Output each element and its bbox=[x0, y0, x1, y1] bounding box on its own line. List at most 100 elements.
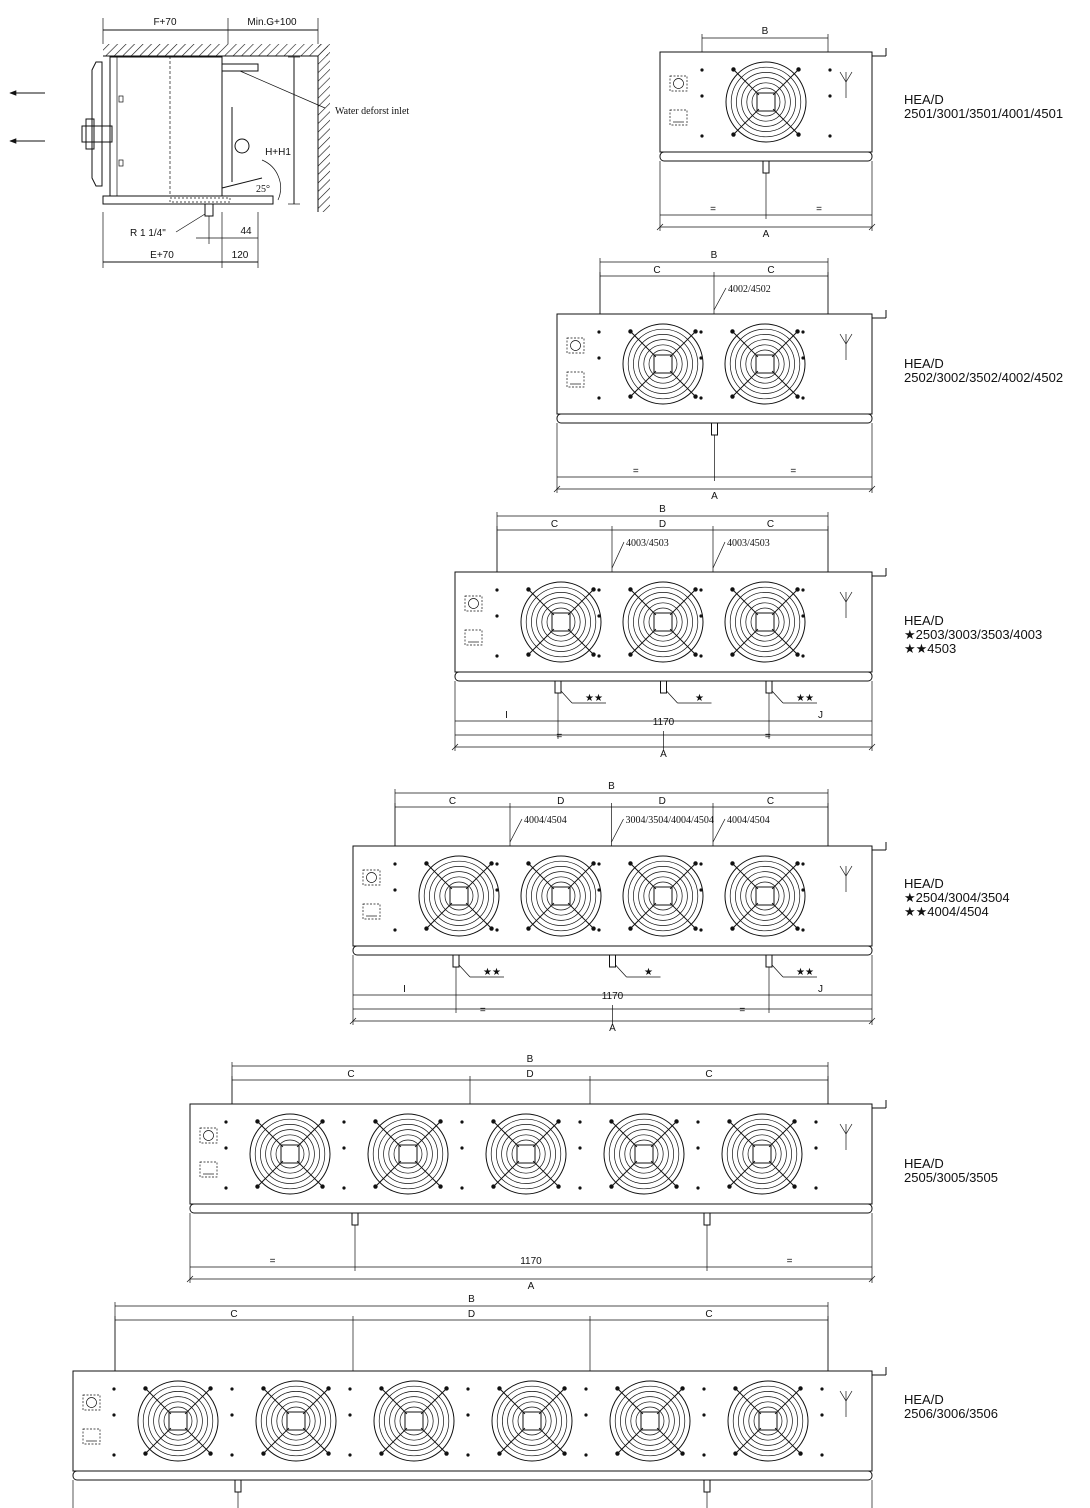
bracket-bolt bbox=[497, 1386, 502, 1391]
mounting-dot bbox=[466, 1453, 470, 1457]
fan-bracket bbox=[375, 1121, 402, 1148]
fan-ring bbox=[608, 1118, 680, 1190]
drain-outlet bbox=[711, 422, 718, 436]
drip-tray bbox=[659, 151, 873, 162]
fan-bracket bbox=[426, 902, 453, 929]
mounting-dot bbox=[584, 1453, 588, 1457]
connection-symbol-icon bbox=[839, 1390, 847, 1402]
fan-ring bbox=[735, 866, 795, 926]
fan-guard bbox=[520, 855, 602, 937]
fan-ring bbox=[622, 323, 704, 405]
bracket-bolt bbox=[680, 1386, 685, 1391]
fan-ring bbox=[635, 1406, 665, 1436]
fan-bracket bbox=[771, 589, 798, 616]
bracket-bolt bbox=[674, 1119, 679, 1124]
model-series-title: HEA/D bbox=[904, 1392, 944, 1407]
fan-bracket bbox=[732, 331, 759, 358]
mounting-dot bbox=[814, 1120, 818, 1124]
mounting-dot bbox=[466, 1413, 470, 1417]
dim-c-label: C bbox=[767, 519, 774, 530]
fan-bracket bbox=[420, 1388, 447, 1415]
dim-120: 120 bbox=[232, 250, 249, 261]
fan-ring bbox=[429, 866, 489, 926]
fan-ring bbox=[625, 1396, 675, 1446]
fan-bracket bbox=[381, 1427, 408, 1454]
motor-symbol-circle bbox=[570, 340, 581, 351]
star-leader bbox=[666, 690, 678, 704]
bracket-bolt bbox=[628, 587, 633, 592]
bracket-bolt bbox=[792, 1184, 797, 1189]
model-number-list: 2505/3005/3505 bbox=[904, 1170, 998, 1185]
mounting-dot bbox=[597, 356, 601, 360]
bracket-bolt bbox=[208, 1386, 213, 1391]
fan-ring bbox=[624, 1134, 664, 1174]
bracket-bolt bbox=[526, 861, 531, 866]
fan-ring bbox=[724, 581, 806, 663]
fan-ring bbox=[745, 876, 785, 916]
fan-ring bbox=[745, 602, 785, 642]
fan-ring bbox=[490, 1118, 562, 1190]
fan-bracket bbox=[414, 1160, 441, 1187]
fan-bracket bbox=[263, 1427, 290, 1454]
fan-ring bbox=[750, 881, 780, 911]
mounting-dot bbox=[460, 1186, 464, 1190]
fan-bracket bbox=[567, 589, 594, 616]
bracket-bolt bbox=[320, 1119, 325, 1124]
fan-bracket bbox=[538, 1427, 565, 1454]
dimension-tick bbox=[553, 485, 561, 493]
mounting-dot bbox=[495, 654, 499, 658]
bracket-bolt bbox=[628, 861, 633, 866]
fan-bracket bbox=[732, 589, 759, 616]
fan-ring bbox=[275, 1139, 305, 1169]
mounting-dot bbox=[801, 356, 805, 360]
bracket-bolt bbox=[489, 861, 494, 866]
drain-tray bbox=[102, 195, 274, 205]
fan-guard bbox=[622, 323, 704, 405]
mounting-dot bbox=[820, 1413, 824, 1417]
fan-bracket bbox=[296, 1121, 323, 1148]
fan-ring bbox=[546, 881, 576, 911]
fan-bracket bbox=[257, 1160, 284, 1187]
fan-guard bbox=[485, 1113, 567, 1195]
fan-guard bbox=[622, 855, 704, 937]
fan-bracket bbox=[669, 370, 696, 397]
fan-bracket bbox=[735, 1388, 762, 1415]
mounting-dot bbox=[699, 614, 703, 618]
dim-c-label: C bbox=[653, 265, 660, 276]
fan-ring bbox=[270, 1134, 310, 1174]
dim-c-label: C bbox=[551, 519, 558, 530]
fan-ring bbox=[525, 860, 597, 932]
fan-bracket bbox=[669, 331, 696, 358]
fan-ring bbox=[603, 1113, 685, 1195]
dim-c-label: C bbox=[767, 796, 774, 807]
drain-outlet bbox=[703, 1212, 711, 1226]
fan-ring bbox=[648, 881, 678, 911]
fan-ring bbox=[249, 1113, 331, 1195]
fan-bracket bbox=[465, 902, 492, 929]
bracket-bolt bbox=[733, 1451, 738, 1456]
bracket-bolt bbox=[798, 1386, 803, 1391]
bracket-bolt bbox=[795, 926, 800, 931]
fan-ring bbox=[485, 1113, 567, 1195]
fan-bracket bbox=[771, 902, 798, 929]
fan-guard bbox=[373, 1380, 455, 1462]
fan-bracket bbox=[414, 1121, 441, 1148]
connection-symbol-icon bbox=[845, 71, 853, 83]
fan-guard bbox=[725, 61, 807, 143]
bracket-bolt bbox=[438, 1119, 443, 1124]
fan-ring bbox=[281, 1406, 311, 1436]
fan-bracket bbox=[772, 108, 799, 135]
drain-outlet bbox=[660, 680, 667, 694]
fan-bracket bbox=[669, 863, 696, 890]
mounting-dot bbox=[584, 1413, 588, 1417]
fan-guard bbox=[255, 1380, 337, 1462]
dimension-tick bbox=[868, 485, 876, 493]
fan-ring bbox=[389, 1396, 439, 1446]
fan-ring bbox=[399, 1406, 429, 1436]
bracket-bolt bbox=[491, 1184, 496, 1189]
fan-bracket bbox=[630, 589, 657, 616]
motor-symbol-circle bbox=[673, 78, 684, 89]
fan-ring bbox=[260, 1385, 332, 1457]
fan-bracket bbox=[499, 1388, 526, 1415]
bracket-bolt bbox=[379, 1451, 384, 1456]
